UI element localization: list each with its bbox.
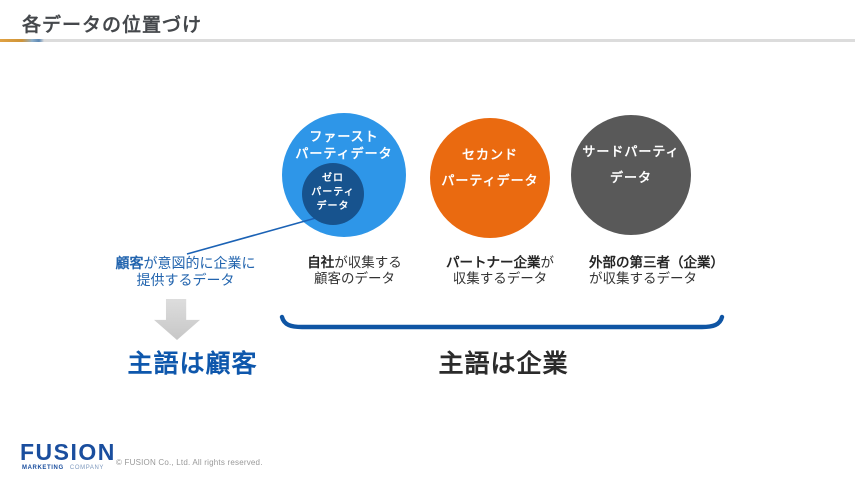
zero-party-note-bold: 顧客	[115, 255, 144, 271]
first-party-description: 自社が収集する 顧客のデータ	[297, 255, 412, 287]
third-party-description: 外部の第三者（企業） が収集するデータ	[589, 255, 729, 287]
first-party-desc-line2: 顧客のデータ	[314, 271, 395, 286]
zero-party-data-circle: ゼロ パーティ データ	[302, 163, 364, 225]
zero-party-label-line2: パーティ	[311, 187, 355, 198]
second-party-desc-line1: パートナー企業が	[441, 255, 559, 271]
third-party-desc-bold: 外部の第三者（企業）	[589, 255, 724, 270]
zero-party-label: ゼロ パーティ データ	[302, 163, 364, 214]
conclusion-customer: 主語は顧客	[127, 350, 258, 378]
third-party-label-line1: サードパーティ	[582, 144, 680, 159]
fusion-logo-tagline-company: COMPANY	[69, 465, 104, 471]
second-party-desc-line2: 収集するデータ	[452, 271, 548, 286]
second-party-data-circle: セカンド パーティデータ	[430, 118, 550, 238]
second-party-label-line1: セカンド	[461, 147, 518, 162]
zero-party-connector-line	[186, 215, 324, 255]
first-party-label-line1: ファースト	[309, 129, 379, 144]
slide-title: 各データの位置づけ	[22, 15, 203, 36]
second-party-desc-tail: が	[540, 255, 555, 270]
fusion-logo-wordmark: FUSION	[20, 439, 116, 465]
zero-party-label-line3: データ	[316, 201, 350, 212]
title-underline-rule	[0, 39, 855, 42]
zero-party-note: 顧客が意図的に企業に 提供するデータ	[103, 255, 268, 289]
zero-party-note-line2: 提供するデータ	[136, 272, 235, 288]
zero-party-note-tail: が意図的に企業に	[143, 255, 256, 271]
third-party-label-line2: データ	[609, 170, 652, 185]
first-party-desc-bold: 自社	[307, 255, 335, 270]
group-bracket	[279, 314, 725, 330]
fusion-logo: FUSION MARKETING COMPANY	[20, 439, 116, 472]
second-party-description: パートナー企業が 収集するデータ	[441, 255, 559, 287]
zero-party-note-line1: 顧客が意図的に企業に	[103, 255, 268, 272]
zero-party-label-line1: ゼロ	[322, 173, 344, 184]
first-party-label-line2: パーティデータ	[295, 146, 393, 161]
third-party-desc-line1: 外部の第三者（企業）	[589, 255, 729, 271]
second-party-label-line2: パーティデータ	[441, 173, 539, 188]
conclusion-company: 主語は企業	[438, 350, 569, 378]
fusion-logo-tagline: MARKETING COMPANY	[22, 465, 104, 471]
first-party-desc-line1: 自社が収集する	[297, 255, 412, 271]
second-party-desc-bold: パートナー企業	[446, 255, 541, 270]
third-party-label: サードパーティ データ	[571, 115, 691, 191]
second-party-label: セカンド パーティデータ	[430, 118, 550, 194]
third-party-data-circle: サードパーティ データ	[571, 115, 691, 235]
down-arrow-icon	[154, 299, 200, 340]
third-party-desc-line2: が収集するデータ	[589, 271, 697, 286]
fusion-logo-tagline-marketing: MARKETING	[22, 465, 64, 471]
first-party-label: ファースト パーティデータ	[282, 113, 406, 162]
copyright-text: © FUSION Co., Ltd. All rights reserved.	[116, 458, 263, 467]
first-party-desc-tail: が収集する	[334, 255, 402, 270]
